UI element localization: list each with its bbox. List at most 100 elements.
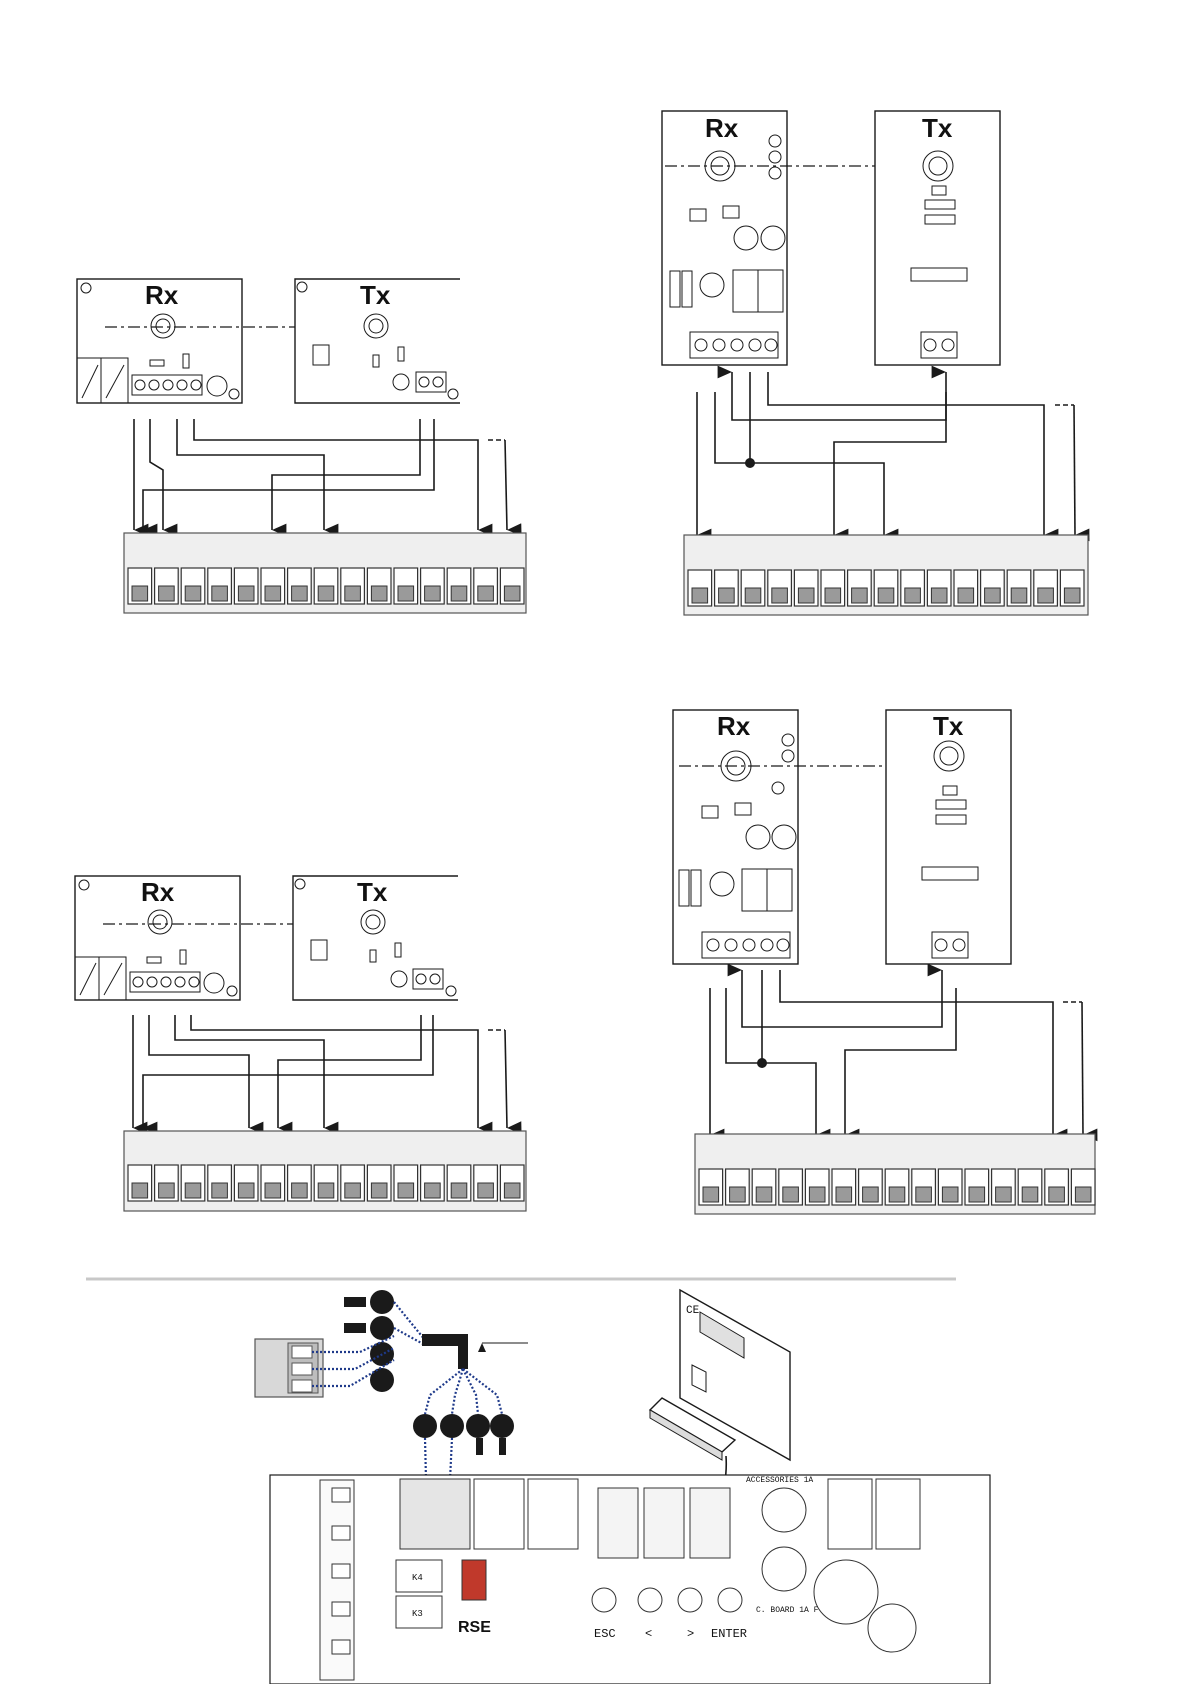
rx-label: Rx <box>145 280 179 310</box>
terminal-strip <box>684 535 1088 615</box>
terminal-screw <box>451 1183 467 1198</box>
terminal-screw <box>730 1187 746 1202</box>
terminal-screw <box>692 588 708 603</box>
terminal-screw <box>345 1183 361 1198</box>
terminal-screw <box>719 588 735 603</box>
tx-label: Tx <box>922 113 953 143</box>
tx-board: Tx <box>295 279 460 403</box>
terminal-screw <box>504 1183 520 1198</box>
terminal-strip <box>124 533 526 613</box>
terminals-2 <box>688 570 1084 606</box>
terminal-screw <box>185 586 201 601</box>
terminal-screw <box>318 586 334 601</box>
terminal-screw <box>958 588 974 603</box>
terminal-screw <box>478 1183 494 1198</box>
bottom-panel: CE K4 K3 RSE ACCES <box>255 1290 990 1684</box>
terminal-screw <box>159 1183 175 1198</box>
board-label: C. BOARD 1A F <box>756 1606 819 1615</box>
terminal-screw <box>783 1187 799 1202</box>
terminal-screw <box>916 1187 932 1202</box>
tx-label: Tx <box>357 877 388 907</box>
terminal-screw <box>996 1187 1012 1202</box>
accessories-label: ACCESSORIES 1A <box>746 1476 813 1485</box>
terminal-screw <box>425 586 441 601</box>
terminal-screw <box>1049 1187 1065 1202</box>
terminal-screw <box>1038 588 1054 603</box>
wires <box>697 372 1075 535</box>
terminals-1 <box>128 568 524 604</box>
terminal-screw <box>212 1183 228 1198</box>
rx-label: Rx <box>717 711 751 741</box>
diagram-2: Rx Tx <box>662 111 1088 615</box>
terminal-screw <box>371 1183 387 1198</box>
greater-button-label: > <box>687 1627 694 1641</box>
rse-port[interactable] <box>462 1560 486 1600</box>
terminal-screw <box>398 1183 414 1198</box>
terminal-screw <box>985 588 1001 603</box>
tx-board: Tx <box>293 876 458 1000</box>
terminal-screw <box>345 586 361 601</box>
terminal-screw <box>132 1183 148 1198</box>
terminal-screw <box>969 1187 985 1202</box>
terminal-screw <box>772 588 788 603</box>
terminal-screw <box>745 588 761 603</box>
terminal-screw <box>292 586 308 601</box>
control-board: K4 K3 RSE ACCESSORIES 1A ESC < > ENTER C… <box>270 1475 990 1684</box>
terminal-screw <box>132 586 148 601</box>
esc-button-label: ESC <box>594 1627 616 1641</box>
terminals-4 <box>699 1169 1095 1205</box>
rx-label: Rx <box>705 113 739 143</box>
terminal-screw <box>1022 1187 1038 1202</box>
rx-label: Rx <box>141 877 175 907</box>
tx-label: Tx <box>933 711 964 741</box>
terminal-screw <box>836 1187 852 1202</box>
terminal-screw <box>451 586 467 601</box>
terminal-screw <box>504 586 520 601</box>
terminal-screw <box>703 1187 719 1202</box>
terminal-screw <box>398 586 414 601</box>
wires <box>710 970 1083 1135</box>
less-button-label: < <box>645 1627 652 1641</box>
terminal-screw <box>889 1187 905 1202</box>
terminal-screw <box>809 1187 825 1202</box>
terminal-screw <box>942 1187 958 1202</box>
rse-label: RSE <box>458 1619 491 1636</box>
terminal-screw <box>798 588 814 603</box>
terminal-screw <box>238 586 254 601</box>
diagram-4: Rx Tx <box>673 710 1095 1214</box>
terminal-screw <box>318 1183 334 1198</box>
terminal-screw <box>185 1183 201 1198</box>
tx-board: Tx <box>875 111 1000 365</box>
terminal-strip <box>695 1134 1095 1214</box>
terminal-screw <box>1011 588 1027 603</box>
diagram-1: Rx Tx <box>77 279 526 613</box>
terminal-screw <box>931 588 947 603</box>
terminal-screw <box>425 1183 441 1198</box>
terminal-screw <box>371 586 387 601</box>
terminal-screw <box>863 1187 879 1202</box>
terminal-screw <box>878 588 894 603</box>
relay-k4-label: K4 <box>412 1573 423 1583</box>
terminals-3 <box>128 1165 524 1201</box>
tx-label: Tx <box>360 280 391 310</box>
enter-button-label: ENTER <box>711 1627 747 1641</box>
terminal-screw <box>159 586 175 601</box>
terminal-screw <box>1064 588 1080 603</box>
terminal-screw <box>265 586 281 601</box>
ce-mark: CE <box>686 1305 700 1317</box>
diagram-3: Rx Tx <box>75 876 526 1211</box>
terminal-screw <box>756 1187 772 1202</box>
terminal-screw <box>238 1183 254 1198</box>
rse-connector-detail <box>255 1290 528 1506</box>
relay-k3-label: K3 <box>412 1609 423 1619</box>
tx-board: Tx <box>886 710 1011 964</box>
terminal-screw <box>1075 1187 1091 1202</box>
terminal-screw <box>905 588 921 603</box>
terminal-screw <box>825 588 841 603</box>
terminal-screw <box>478 586 494 601</box>
terminal-strip <box>124 1131 526 1211</box>
wires <box>133 1015 507 1128</box>
wires <box>134 419 507 530</box>
terminal-screw <box>212 586 228 601</box>
